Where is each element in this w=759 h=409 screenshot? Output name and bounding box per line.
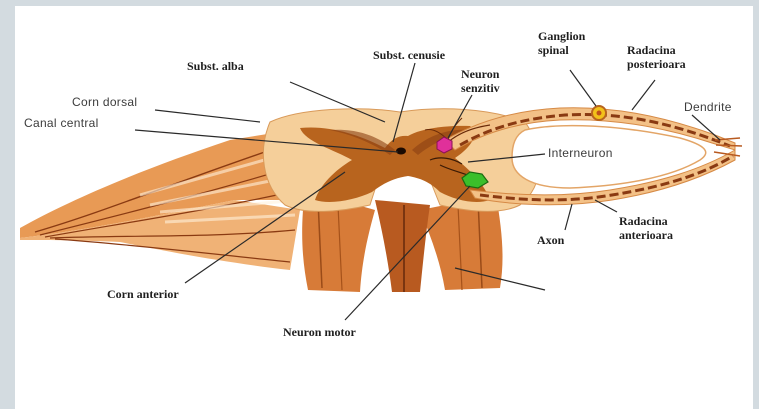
label-interneuron: Interneuron: [548, 146, 613, 160]
left-spinal-nerve: [20, 128, 305, 270]
label-radacina-posterioara-line2: posterioara: [627, 57, 686, 71]
label-dendrite: Dendrite: [684, 100, 732, 114]
leader-radacina-posterioara: [632, 80, 655, 110]
label-neuron-motor: Neuron motor: [283, 325, 356, 339]
ganglion-cell-body: [597, 111, 602, 116]
label-corn-anterior: Corn anterior: [107, 287, 179, 301]
leader-radacina-anterioara: [595, 200, 617, 212]
leader-ganglion-spinal: [570, 70, 596, 106]
label-subst-cenusie: Subst. cenusie: [373, 48, 446, 62]
label-corn-dorsal: Corn dorsal: [72, 95, 137, 109]
label-radacina-posterioara-line1: Radacina: [627, 43, 676, 57]
leader-corn-dorsal: [155, 110, 260, 122]
label-canal-central: Canal central: [24, 116, 99, 130]
label-radacina-anterioara-line1: Radacina: [619, 214, 668, 228]
label-neuron-senzitiv-line1: Neuron: [461, 67, 500, 81]
label-ganglion-line1: Ganglion: [538, 29, 586, 43]
leader-axon: [565, 204, 572, 230]
label-ganglion-line2: spinal: [538, 43, 569, 57]
label-axon: Axon: [537, 233, 565, 247]
label-radacina-anterioara-line2: anterioara: [619, 228, 673, 242]
label-neuron-senzitiv-line2: senzitiv: [461, 81, 500, 95]
label-subst-alba: Subst. alba: [187, 59, 244, 73]
